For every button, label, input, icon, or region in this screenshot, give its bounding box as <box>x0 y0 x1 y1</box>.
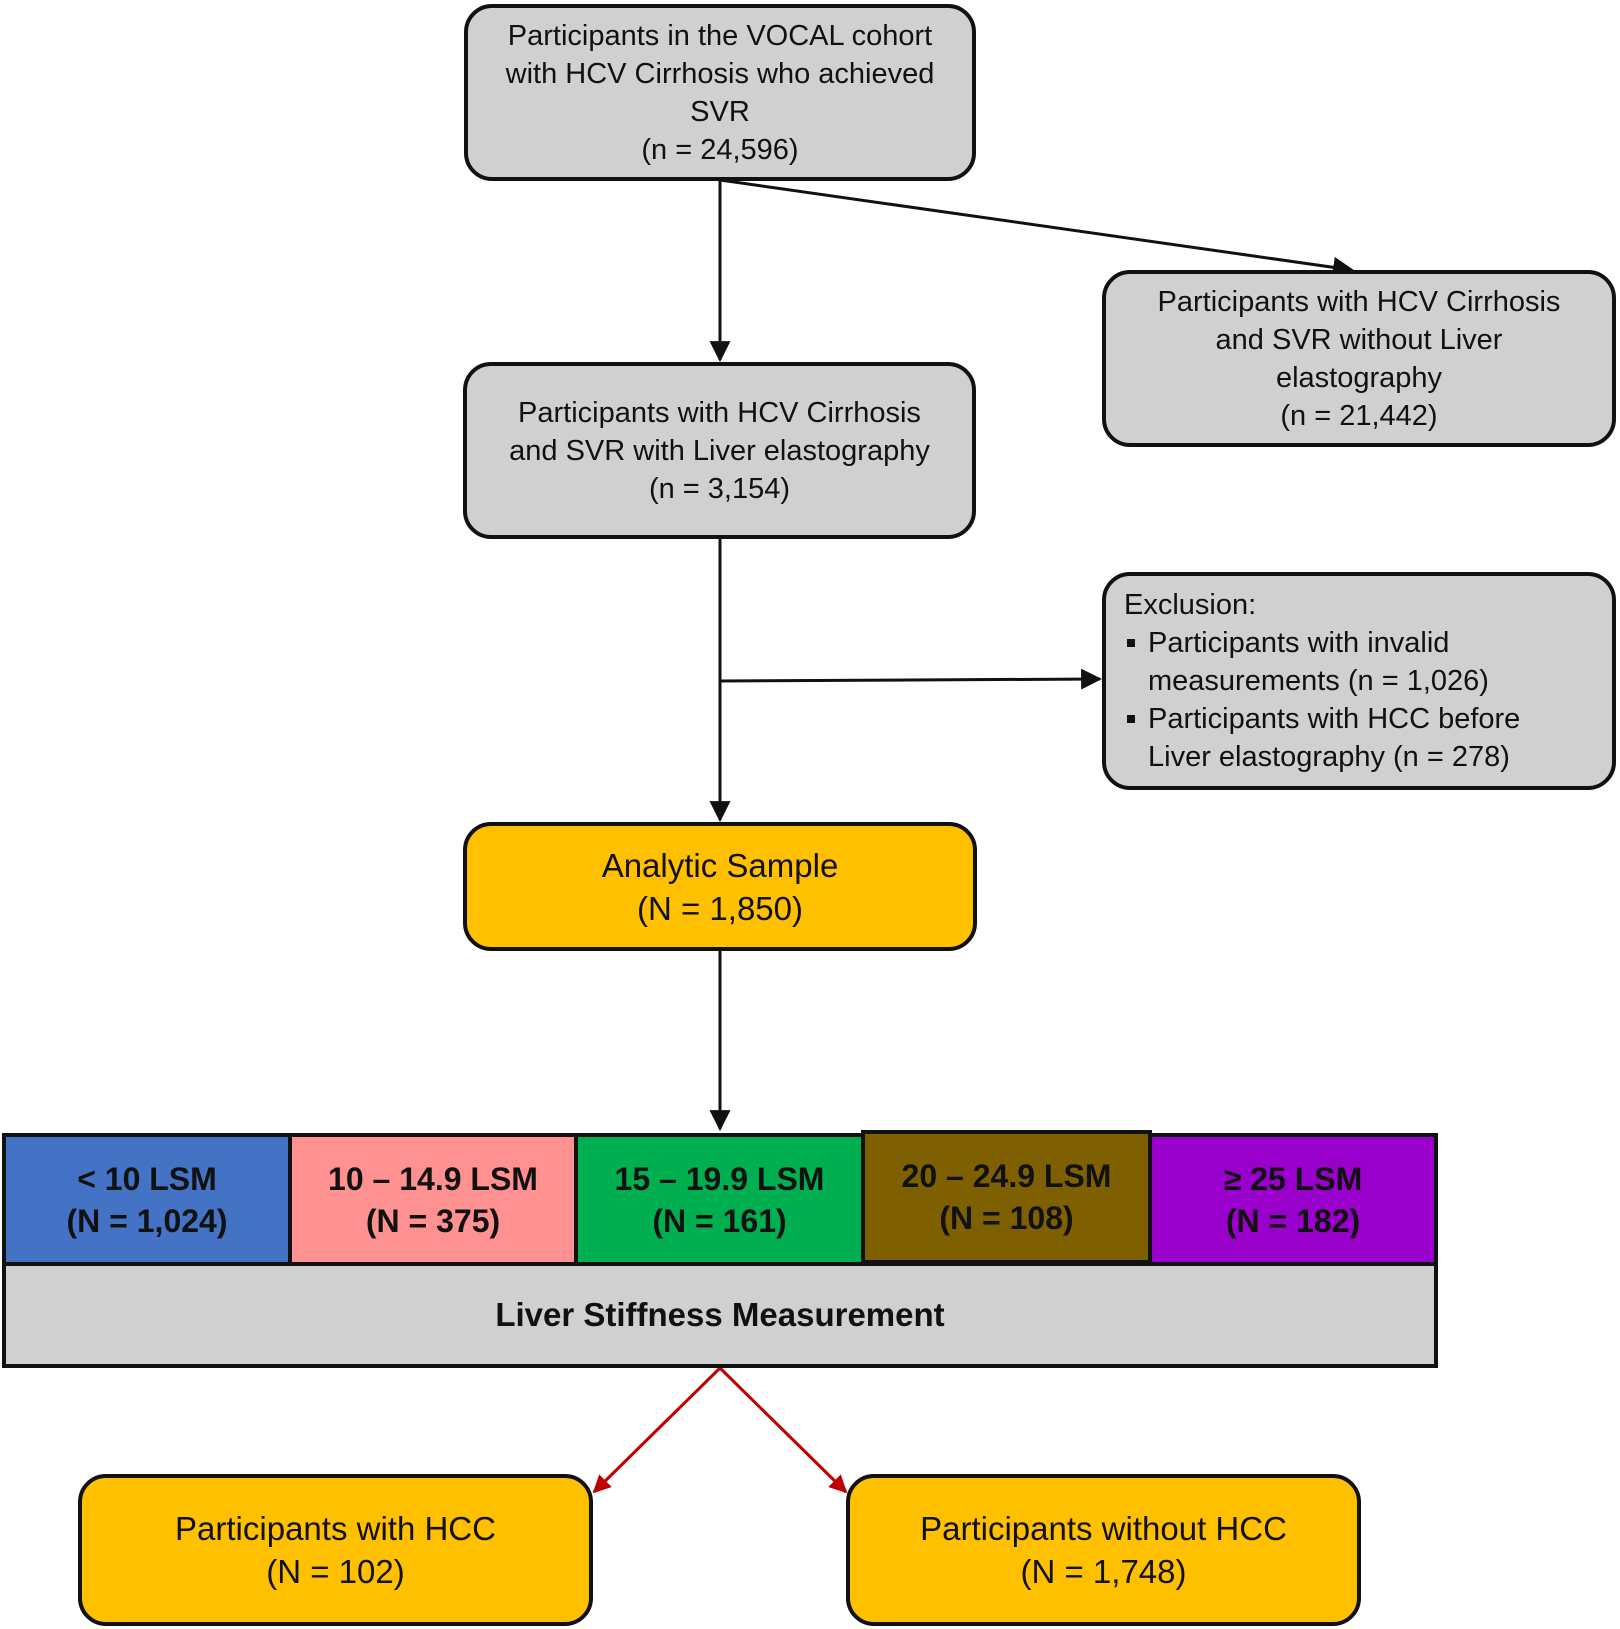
without-elastography-line-3: elastography <box>1275 361 1443 394</box>
exclusion-list: Participants with invalid measurements (… <box>1124 624 1520 776</box>
without-hcc-title: Participants without HCC <box>920 1510 1287 1547</box>
lsm-category-15-19: 15 – 19.9 LSM (N = 161) <box>574 1133 865 1266</box>
with-hcc-title: Participants with HCC <box>175 1510 496 1547</box>
lsm-category-25-plus: ≥ 25 LSM (N = 182) <box>1148 1133 1438 1266</box>
exclusion-item-invalid: Participants with invalid measurements (… <box>1124 624 1520 700</box>
lsm-category-range: < 10 LSM <box>77 1160 217 1197</box>
without-hcc-count: (N = 1,748) <box>1020 1553 1187 1590</box>
with-hcc-count: (N = 102) <box>266 1553 405 1590</box>
lsm-category-range: 10 – 14.9 LSM <box>328 1160 538 1197</box>
exclusion-item-prior-hcc-line-2: Liver elastography (n = 278) <box>1148 741 1510 773</box>
without-elastography-count: (n = 21,442) <box>1280 399 1438 432</box>
lsm-label-bar: Liver Stiffness Measurement <box>2 1262 1438 1368</box>
analytic-sample-box: Analytic Sample (N = 1,850) <box>463 822 977 951</box>
analytic-sample-title: Analytic Sample <box>601 846 839 884</box>
cohort-line-1: Participants in the VOCAL cohort <box>507 19 933 52</box>
with-elastography-count: (n = 3,154) <box>648 472 791 505</box>
lsm-category-20-24: 20 – 24.9 LSM (N = 108) <box>861 1130 1152 1264</box>
without-hcc-box: Participants without HCC (N = 1,748) <box>846 1474 1361 1626</box>
exclusion-heading: Exclusion: <box>1124 589 1257 621</box>
exclusion-item-prior-hcc-line-1: Participants with HCC before <box>1148 703 1521 735</box>
arrow-to-exclusion <box>719 668 1103 690</box>
cohort-line-3: SVR <box>690 95 750 128</box>
cohort-count: (n = 24,596) <box>641 133 799 166</box>
with-elastography-line-2: and SVR with Liver elastography <box>509 434 930 467</box>
exclusion-item-invalid-line-1: Participants with invalid <box>1148 627 1450 659</box>
with-hcc-box: Participants with HCC (N = 102) <box>78 1474 593 1626</box>
exclusion-item-invalid-line-2: measurements (n = 1,026) <box>1148 665 1489 697</box>
arrow-lsm-to-without-hcc <box>718 1366 848 1494</box>
lsm-category-under-10: < 10 LSM (N = 1,024) <box>2 1133 292 1266</box>
lsm-category-range: 15 – 19.9 LSM <box>614 1160 825 1197</box>
lsm-category-count: (N = 182) <box>1225 1202 1361 1239</box>
lsm-category-count: (N = 1,024) <box>66 1202 228 1239</box>
lsm-category-count: (N = 375) <box>365 1202 501 1239</box>
without-elastography-line-2: and SVR without Liver <box>1215 323 1503 356</box>
lsm-category-count: (N = 108) <box>939 1200 1074 1236</box>
exclusion-box: Exclusion: Participants with invalid mea… <box>1102 572 1616 790</box>
without-elastography-line-1: Participants with HCV Cirrhosis <box>1157 285 1561 318</box>
exclusion-item-prior-hcc: Participants with HCC before Liver elast… <box>1124 700 1520 776</box>
cohort-box: Participants in the VOCAL cohort with HC… <box>464 4 976 181</box>
lsm-category-10-14: 10 – 14.9 LSM (N = 375) <box>288 1133 578 1266</box>
with-elastography-box: Participants with HCV Cirrhosis and SVR … <box>463 362 976 539</box>
without-elastography-box: Participants with HCV Cirrhosis and SVR … <box>1102 270 1616 447</box>
lsm-category-range: 20 – 24.9 LSM <box>901 1158 1112 1194</box>
arrow-cohort-to-without-elastography <box>719 178 1355 278</box>
lsm-category-count: (N = 161) <box>652 1202 787 1239</box>
arrow-lsm-to-with-hcc <box>592 1366 722 1494</box>
lsm-label: Liver Stiffness Measurement <box>495 1296 945 1333</box>
lsm-category-range: ≥ 25 LSM <box>1223 1160 1363 1197</box>
cohort-line-2: with HCV Cirrhosis who achieved <box>505 57 935 90</box>
with-elastography-line-1: Participants with HCV Cirrhosis <box>518 396 921 429</box>
analytic-sample-count: (N = 1,850) <box>637 889 803 927</box>
